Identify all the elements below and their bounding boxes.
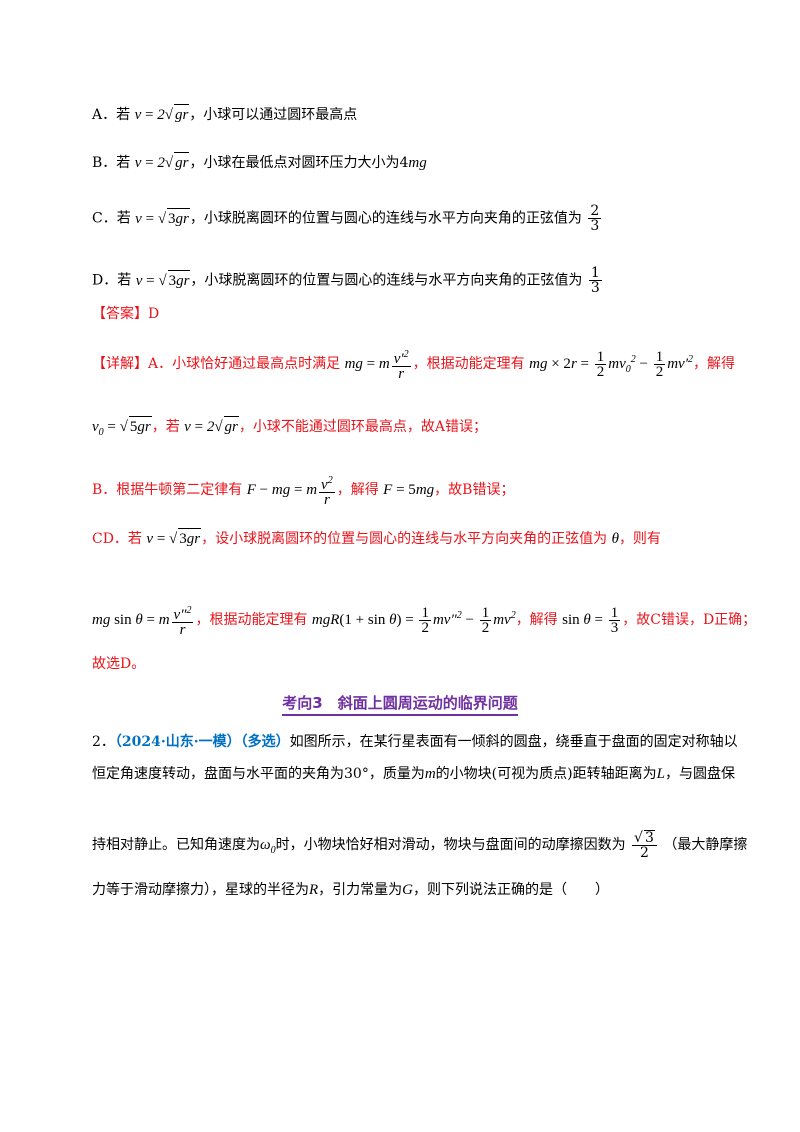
question-line-2: 恒定角速度转动，盘面与水平面的夹角为30°，质量为m的小物块(可视为质点)距转轴… <box>92 766 735 782</box>
detail-line-4: CD．若 v = √3gr，设小球脱离圆环的位置与圆心的连线与水平方向夹角的正弦… <box>92 528 661 549</box>
section-heading: 考向3 斜面上圆周运动的临界问题 <box>0 692 800 716</box>
formula-v-sqrt-3gr: v = √3gr <box>146 528 202 547</box>
theta-symbol: θ <box>611 531 619 547</box>
option-b: B．若 v = 2√gr，小球在最低点对圆环压力大小为4mg <box>92 152 427 173</box>
omega0-symbol: ω0 <box>260 837 276 856</box>
question-line-1: 2．（2024·山东·一模）（多选）如图所示，在某行星表面有一倾斜的圆盘，绕垂直… <box>92 734 738 750</box>
formula-v0-sqrt-5gr: v0 = √5gr <box>92 416 152 438</box>
detail-line-2: v0 = √5gr，若 v = 2√gr，小球不能通过圆环最高点，故A错误； <box>92 416 487 443</box>
question-source: （2024·山东·一模） <box>114 734 241 750</box>
formula-v-2sqrt-gr: v = 2√gr <box>184 416 239 435</box>
detail-line-6: 故选D。 <box>92 656 146 672</box>
question-type: （多选） <box>240 734 290 750</box>
formula-v-2sqrt-gr: v = 2√gr <box>135 104 190 123</box>
option-c: C．若 v = √3gr，小球脱离圆环的位置与圆心的连线与水平方向夹角的正弦值为… <box>92 203 602 234</box>
question-line-3: 持相对静止。已知角速度为ω0时，小物块恰好相对滑动，物块与盘面间的动摩擦因数为 … <box>92 830 748 861</box>
formula-f-5mg: F = 5mg <box>383 481 435 498</box>
option-a: A．若 v = 2√gr，小球可以通过圆环最高点 <box>92 104 357 125</box>
option-d: D．若 v = √3gr，小球脱离圆环的位置与圆心的连线与水平方向夹角的正弦值为… <box>92 265 602 296</box>
formula-v-sqrt-3gr: v = √3gr <box>135 207 190 227</box>
question-line-4: 力等于滑动摩擦力），星球的半径为R，引力常量为G，则下列说法正确的是（ ） <box>92 882 610 898</box>
formula-v-sqrt-3gr: v = √3gr <box>136 269 191 289</box>
formula-v-2sqrt-gr: v = 2√gr <box>135 152 190 171</box>
answer-line: 【答案】D <box>92 306 160 322</box>
